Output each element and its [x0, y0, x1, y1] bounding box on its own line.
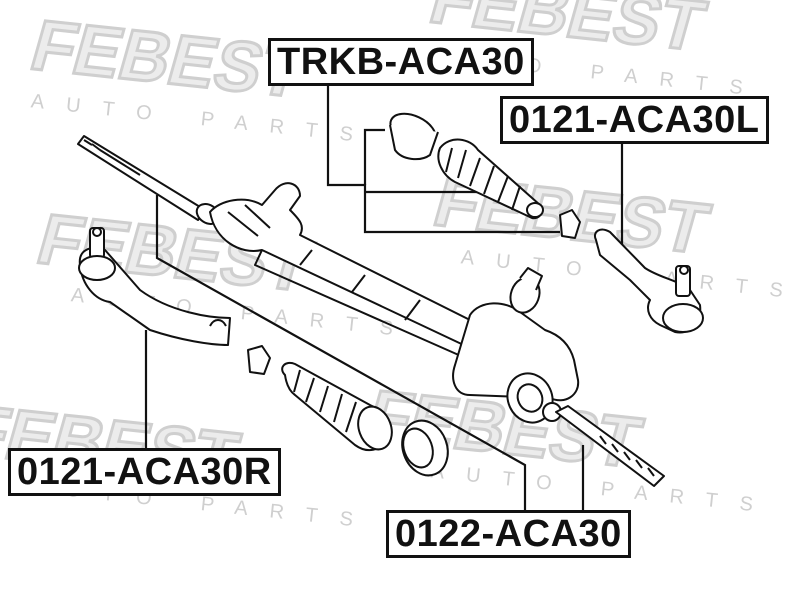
label-tie-rod: 0122-ACA30: [386, 510, 631, 558]
boot-clamp-upper-part: [389, 112, 439, 161]
clip-lower-part: [247, 345, 271, 375]
rack-housing-part: [209, 182, 580, 424]
tie-rod-right-part: [555, 405, 665, 487]
tie-rod-end-left-part: [594, 228, 704, 334]
label-tie-rod-end-left: 0121-ACA30L: [500, 96, 769, 144]
label-tie-rod-end-right: 0121-ACA30R: [8, 448, 281, 496]
boot-upper-part: [437, 138, 544, 220]
clip-upper-part: [559, 209, 581, 239]
parts: [77, 112, 704, 487]
boot-clamp-lower-part: [401, 419, 449, 477]
tie-rod-end-right-part: [78, 227, 231, 346]
leader-tie-rod: [155, 195, 527, 510]
label-boot-kit: TRKB-ACA30: [268, 38, 534, 86]
leader-boot-kit-upper: [363, 128, 385, 185]
boot-lower-part: [281, 362, 393, 452]
leader-lines: [144, 80, 624, 510]
